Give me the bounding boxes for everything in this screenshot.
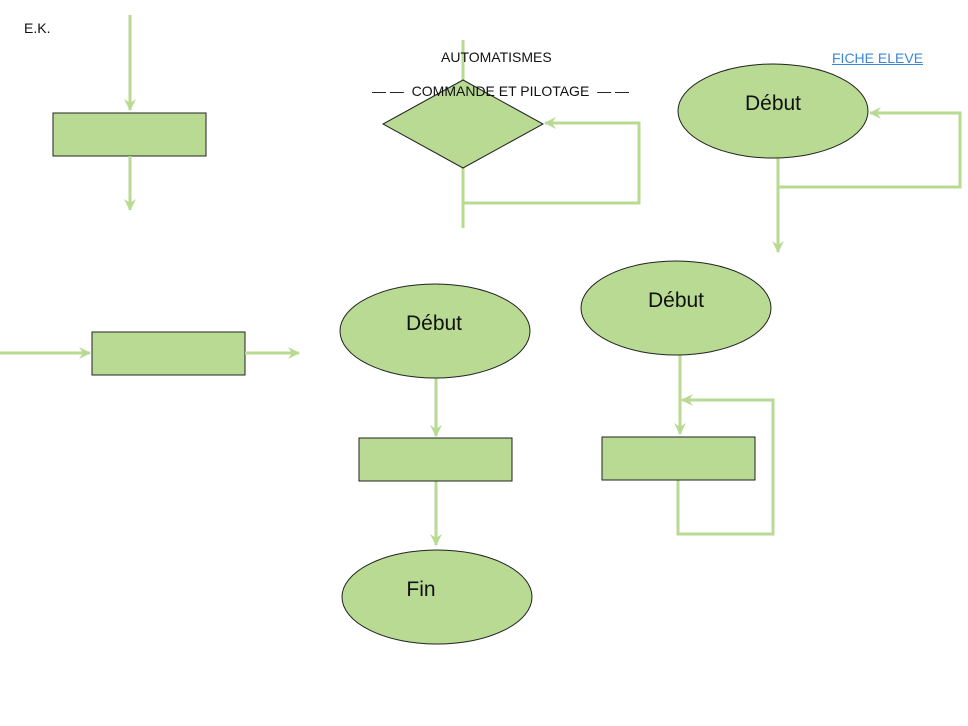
process-box-center xyxy=(358,437,513,482)
page-subtitle: — — COMMANDE ET PILOTAGE — — xyxy=(372,83,629,99)
end-ellipse-center xyxy=(341,549,533,645)
start-label-center: Début xyxy=(406,312,462,335)
end-label-center: Fin xyxy=(406,578,435,601)
start-ellipse-right xyxy=(580,260,772,356)
fiche-eleve-link[interactable]: FICHE ELEVE xyxy=(832,50,924,66)
start-ellipse-top-right xyxy=(677,63,869,159)
right-loop-arrow xyxy=(676,394,775,536)
decision-diamond xyxy=(381,79,545,169)
diamond-loop-arrow xyxy=(463,117,641,205)
start-label-right: Début xyxy=(648,289,704,312)
page-title: AUTOMATISMES xyxy=(441,49,552,65)
author-initials: E.K. xyxy=(24,20,51,36)
process-box-left-middle xyxy=(91,331,246,376)
process-box-top-left xyxy=(52,112,207,157)
start-ellipse-center xyxy=(339,283,531,379)
process-box-right xyxy=(601,436,756,481)
top-right-loop-arrow xyxy=(778,107,962,189)
start-label-top-right: Début xyxy=(745,92,801,115)
